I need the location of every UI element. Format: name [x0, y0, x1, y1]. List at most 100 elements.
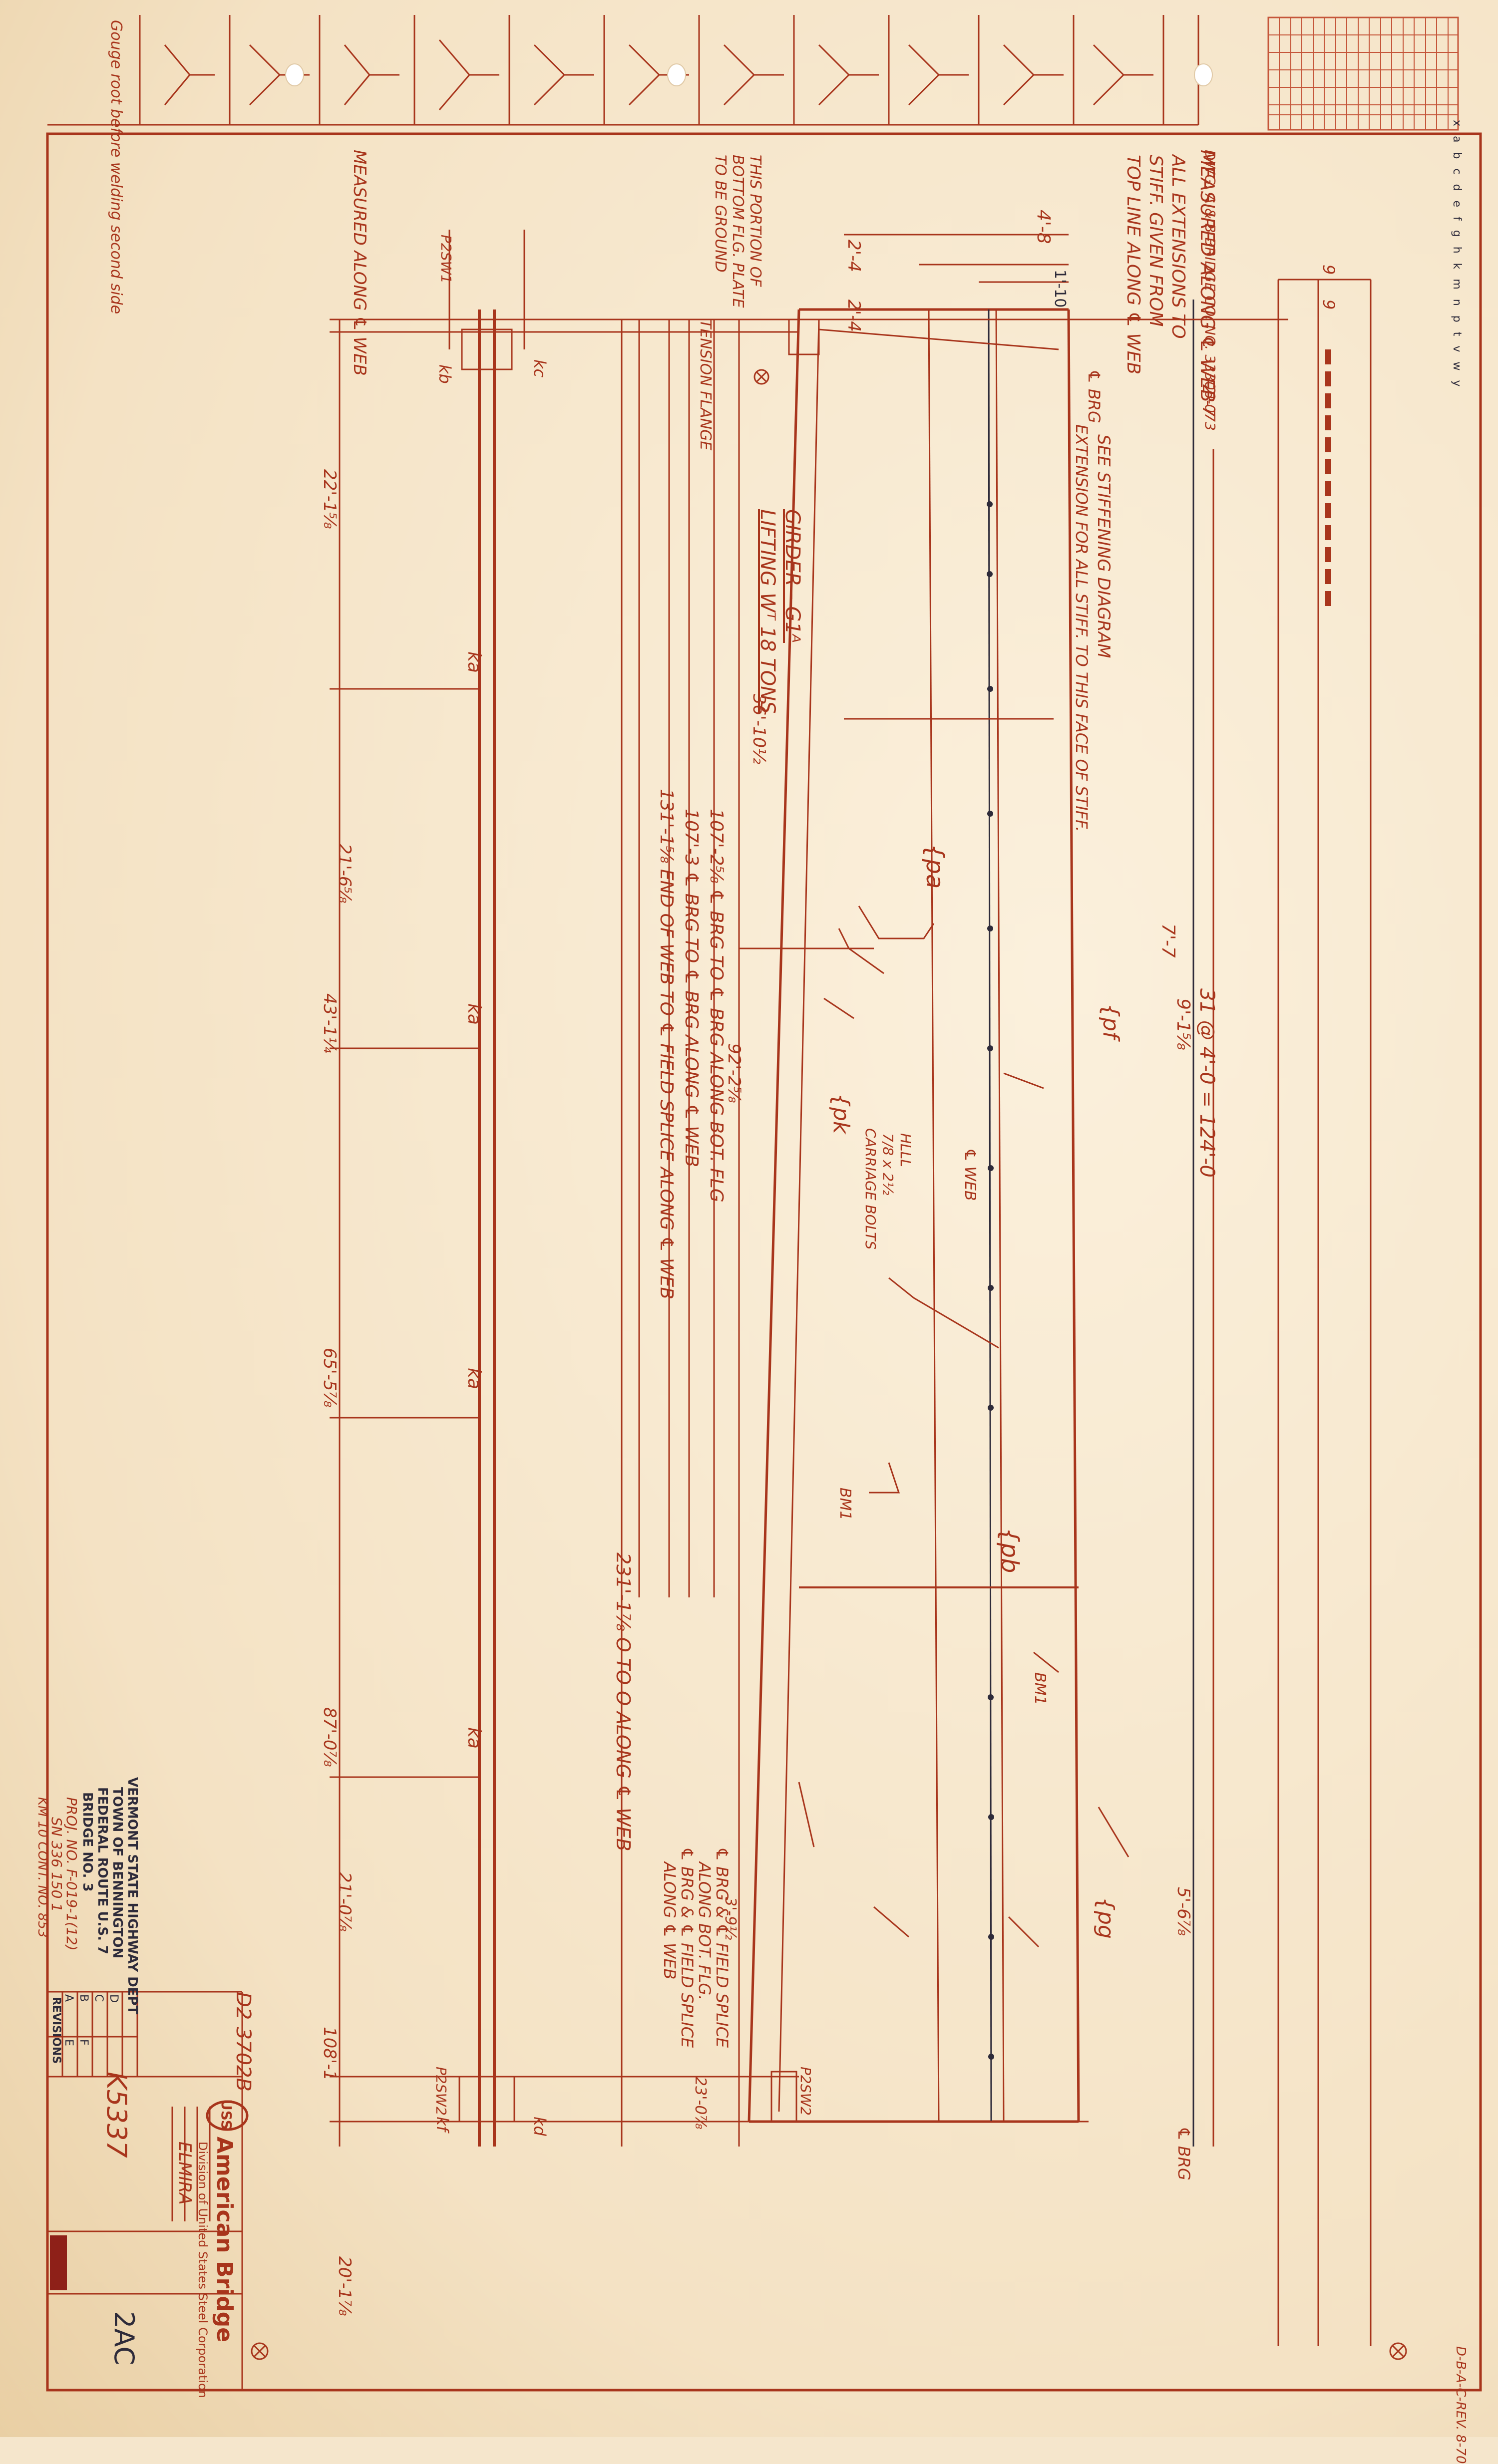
mark-pg: {pg	[1093, 1897, 1119, 1939]
mark-pa: {pa	[921, 844, 949, 889]
note-extensions-1: ALL EXTENSIONS TO	[1168, 155, 1188, 339]
weld-symbol-strip	[47, 15, 1213, 126]
uss-logo	[206, 2100, 249, 2131]
tb-revisions-label: REVISIONS	[50, 1997, 62, 2064]
note-splice-2: ALONG BOT. FLG.	[695, 1862, 714, 2001]
note-stiffening-1: SEE STIFFENING DIAGRAM	[1094, 434, 1114, 658]
dim-d4: 1'-10	[1051, 270, 1069, 308]
note-extensions-3: TOP LINE ALONG ℄ WEB	[1123, 155, 1143, 375]
mark-bm1-a: BM1	[836, 1488, 854, 1521]
mark-kf: kf	[433, 2117, 452, 2132]
mark-ka-4: ka	[464, 1727, 484, 1749]
tb-state-4: BRIDGE NO. 3	[80, 1792, 95, 1892]
note-stiffening-2: EXTENSION FOR ALL STIFF. TO THIS FACE OF…	[1072, 424, 1091, 832]
dim-d14: 43'-1¼	[320, 993, 340, 1053]
note-length-3: 131'-1⁵⁄₈ END OF WEB TO ℄ FIELD SPLICE A…	[656, 789, 677, 1299]
note-splice-1: ℄ BRG & ℄ FIELD SPLICE	[713, 1847, 732, 2048]
tb-state-3: FEDERAL ROUTE U.S. 7	[95, 1787, 110, 1955]
note-bolts-1: HLLL	[897, 1133, 914, 1167]
mark-web: ℄ WEB	[961, 1148, 979, 1201]
dim-overall: 31 @ 4'-0 = 124'-0	[1195, 988, 1218, 1178]
tb-proj-2: SN 336 150 1	[48, 1817, 65, 1912]
mark-p2sw2-bot: P2SW2	[433, 2067, 449, 2116]
dim-d15: 65'-5⅞	[320, 1348, 340, 1408]
note-girder-2: LIFTING Wᵀ 18 TONS	[756, 509, 779, 714]
mark-ka-3: ka	[464, 1368, 484, 1389]
tb-rev-c: C	[92, 1994, 105, 2002]
tb-division: Division of United States Steel Corporat…	[196, 2142, 210, 2398]
tb-rev-f: F	[77, 2039, 90, 2046]
corner-ref-bottom: D-B-A-C-REV. 8-70	[1453, 2346, 1468, 2464]
grid-block	[1267, 16, 1459, 131]
tb-sheet: 2AC	[108, 2311, 140, 2366]
mark-p2sw1: P2SW1	[438, 235, 454, 284]
tb-proj-1: PROJ. NO. F-019-1(12)	[63, 1797, 80, 1951]
dim-d9: 5'-6⅞	[1173, 1887, 1193, 1936]
note-length-1: 107'-2⁵⁄₈ ℄ BRG TO ℄ BRG ALONG BOT. FLG	[706, 809, 727, 1203]
mark-kb: kb	[435, 364, 454, 384]
mark-ebrg-bot: ℄ BRG	[1174, 2127, 1193, 2180]
mark-kd: kd	[530, 2117, 549, 2136]
dim-d5: 9	[1319, 265, 1338, 275]
mark-pb: {pb	[996, 1528, 1024, 1573]
dim-d10: 3'-9½	[722, 1897, 739, 1940]
dim-d6: 9	[1319, 300, 1338, 310]
mark-ebrg-top: ℄ BRG	[1085, 369, 1104, 423]
mark-bm1-b: BM1	[1031, 1672, 1049, 1705]
stiffener-points	[987, 501, 994, 2060]
title-block	[47, 1991, 243, 2390]
dim-d18: 21'-0⅞	[335, 1872, 355, 1932]
dim-d20: 23'-0⅞	[692, 2077, 709, 2130]
note-girder-1: GIRDER - G1ᴬ	[781, 509, 804, 643]
dim-d17: 108'-1	[320, 2027, 340, 2081]
note-length-2: 107'-3 ℄ BRG TO ℄ BRG ALONG ℄ WEB	[681, 809, 702, 1168]
weld-leaders	[798, 906, 1129, 1948]
mark-ka-1: ka	[464, 651, 484, 673]
mark-ka-2: ka	[464, 1003, 484, 1025]
mark-pf: {pf	[1098, 1003, 1124, 1039]
gouge-note: Gouge root before welding second side	[107, 20, 125, 314]
dim-d19: 20'-1⅞	[335, 2256, 355, 2316]
dim-d2: 2'-4	[844, 240, 864, 272]
note-finish-3: TO BE GROUND	[712, 155, 729, 273]
tb-state-2: TOWN OF BENNINGTON	[110, 1787, 125, 1959]
tb-proj-3: KM 10 CONT. NO. 853	[35, 1797, 50, 1938]
mark-p2sw2-top: P2SW2	[797, 2067, 814, 2116]
note-extensions-2: STIFF. GIVEN FROM	[1145, 155, 1166, 327]
note-measured-top: MEASURED ALONG ℄ WEB	[1196, 150, 1218, 403]
sheet-border	[46, 132, 1482, 2392]
mark-pk: {pk	[828, 1093, 854, 1134]
dim-d12: 21'-6⅝	[335, 844, 355, 904]
note-bolts-2: 7/8 x 2½	[880, 1133, 896, 1196]
tb-contract: K5337	[101, 2072, 132, 2158]
dim-d11: 36'-10½	[749, 694, 769, 765]
note-finish-2: BOTTOM FLG. PLATE	[729, 155, 747, 308]
tb-rev-a: A	[62, 1994, 75, 2002]
dimension-lines	[330, 230, 1372, 2346]
dim-mid-total: 92'-2⁵⁄₈	[724, 1043, 744, 1103]
grid-letters: x a b c d e f g h k m n p t v w y	[1451, 120, 1463, 390]
tb-logo: USS	[218, 2099, 235, 2130]
note-splice-4: ALONG ℄ WEB	[660, 1862, 679, 1980]
mark-kc: kc	[530, 359, 549, 378]
tb-state-1: VERMONT STATE HIGHWAY DEPT	[125, 1777, 140, 2015]
dim-d7: 2'-7	[1198, 384, 1218, 417]
end-markers	[251, 369, 1407, 2360]
bottom-mark: D2-3702B	[232, 1992, 255, 2092]
note-length-4: 231'-1⁷⁄₈ O TO O ALONG ℄ WEB	[612, 1552, 634, 1851]
dim-top: 9'-1⁵⁄₈	[1173, 998, 1193, 1050]
note-measured-bottom: MEASURED ALONG ℄ WEB	[350, 150, 370, 376]
dim-d1: 4'-8	[1033, 210, 1054, 244]
note-tension: TENSION FLANGE	[697, 319, 714, 451]
note-bolts-3: CARRIAGE BOLTS	[862, 1128, 879, 1250]
note-splice-3: ℄ BRG & ℄ FIELD SPLICE	[678, 1847, 697, 2048]
dim-d3: 2'-4	[844, 300, 864, 332]
dim-d13: 22'-1⅝	[320, 469, 340, 529]
tb-rev-e: E	[62, 2039, 75, 2046]
tb-fab: ELMIRA	[175, 2142, 195, 2205]
tb-rev-b: B	[77, 1994, 90, 2002]
tb-rev-d: D	[107, 1994, 120, 2003]
dim-d16: 87'-0⅞	[320, 1707, 340, 1767]
